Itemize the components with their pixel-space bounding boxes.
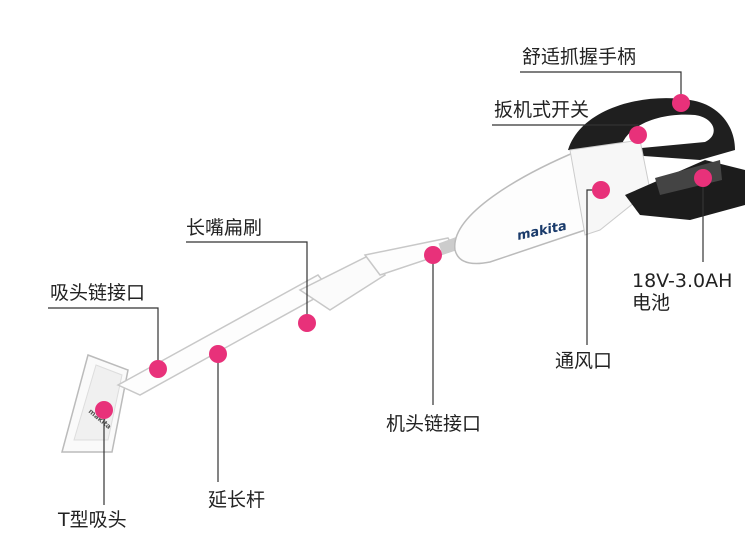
label-vent: 通风口 — [555, 350, 613, 372]
label-battery-spec: 18V-3.0AH — [632, 270, 733, 292]
marker-dots — [95, 94, 712, 419]
t-nozzle-shape: makita — [61, 354, 129, 453]
extension-pipe-shape — [116, 237, 460, 396]
label-battery: 电池 — [632, 292, 671, 314]
label-head-joint: 机头链接口 — [386, 413, 482, 435]
vacuum-body-shape: makita — [454, 98, 745, 265]
label-nozzle-joint: 吸头链接口 — [50, 282, 146, 304]
label-extension: 延长杆 — [208, 489, 266, 511]
label-crevice: 长嘴扁刷 — [186, 217, 263, 239]
label-t-nozzle: T型吸头 — [58, 509, 127, 531]
label-trigger: 扳机式开关 — [494, 99, 590, 121]
label-grip: 舒适抓握手柄 — [522, 46, 637, 68]
